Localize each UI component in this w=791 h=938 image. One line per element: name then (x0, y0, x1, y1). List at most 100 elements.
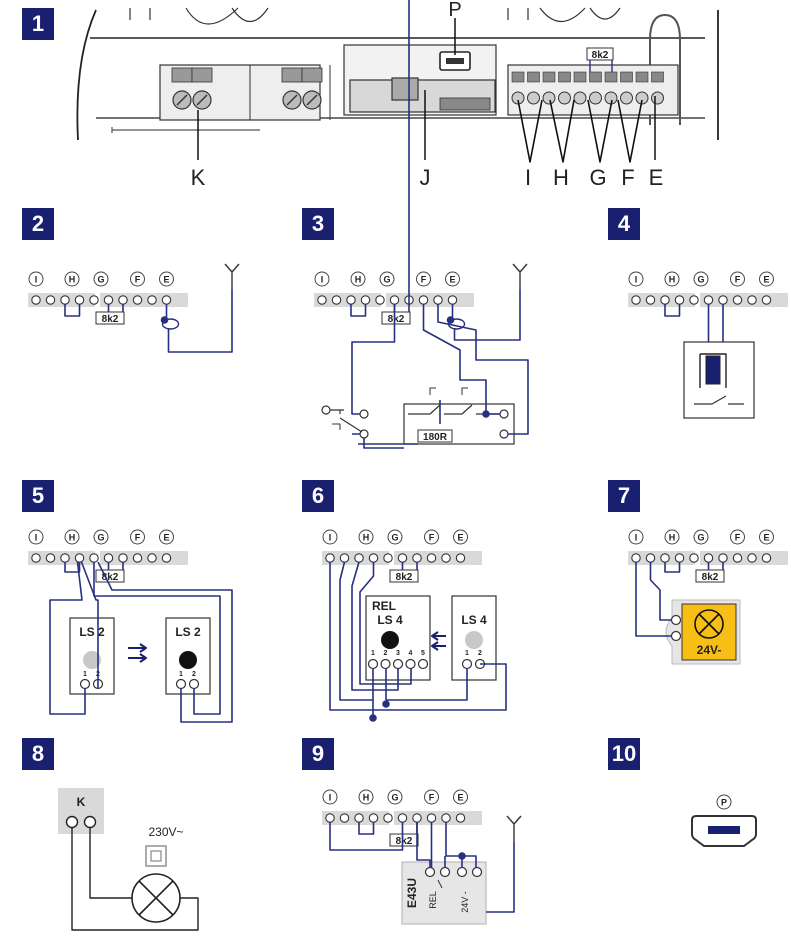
p3-resistor-text: 8k2 (388, 314, 405, 325)
terminal-screw-6 (397, 813, 408, 823)
label-F: F (621, 165, 634, 190)
terminal-label-ring-I (28, 271, 44, 287)
terminal-screw-3 (60, 295, 70, 305)
terminal-label-ring-F (130, 271, 145, 287)
p5-ls2-right-lens (179, 651, 197, 669)
terminal-screw-2 (645, 295, 656, 305)
panel1-resistor (586, 47, 614, 61)
panel-number-5: 5 (22, 480, 54, 512)
terminal-label-ring-P (716, 794, 732, 810)
block-clamp-1 (527, 71, 540, 83)
terminal-label-H: H (69, 533, 76, 543)
terminal-label-E: E (457, 533, 463, 543)
p6-pin-left-2: 2 (384, 650, 388, 657)
terminal-label-ring-I (628, 271, 644, 287)
terminal-screw-3 (660, 553, 670, 563)
terminal-label-ring-I (28, 529, 44, 545)
terminal-label-G: G (97, 533, 104, 543)
terminal-screw-6 (703, 553, 714, 563)
door-icon (705, 355, 721, 385)
terminal-label-ring-E (445, 271, 460, 287)
block-screw-9 (651, 91, 664, 105)
terminal-label-ring-E (759, 529, 774, 545)
terminal-label-ring-G (93, 529, 109, 545)
p9-resistor (389, 833, 419, 847)
terminal-screw-9 (433, 295, 443, 305)
terminal-label-I: I (329, 533, 332, 543)
terminal-label-ring-G (387, 529, 403, 545)
lamp-icon (694, 609, 724, 639)
p9-module-term-2 (456, 866, 468, 878)
terminal-screw-7 (718, 553, 728, 563)
p6-resistor (389, 569, 419, 583)
lamp-icon-box (681, 603, 737, 661)
terminal-screw-8 (732, 553, 743, 563)
terminal-label-ring-E (159, 271, 174, 287)
terminal-label-H: H (669, 275, 676, 285)
p3-antenna-wire (453, 290, 521, 341)
terminal-label-G: G (697, 533, 704, 543)
terminal-screw-9 (441, 553, 451, 563)
terminal-screw-2 (339, 553, 350, 563)
terminal-label-ring-F (424, 789, 439, 805)
k-screw-slot-1 (196, 94, 208, 106)
p-usb-inner (446, 58, 464, 64)
terminal-label-ring-H (358, 529, 374, 545)
door-frame (699, 353, 727, 388)
terminal-label-G: G (97, 275, 104, 285)
p3-key-lever (339, 417, 363, 433)
terminal-screw-7 (412, 813, 422, 823)
p8-voltage-label: 230V~ (148, 825, 183, 839)
p8-k-t1 (65, 815, 79, 829)
panel1-resistor-leads (589, 60, 613, 72)
p6-pin-right-2: 2 (478, 650, 482, 657)
label-J: J (420, 165, 431, 190)
terminal-screw-7 (118, 295, 128, 305)
terminal-screw-1 (631, 295, 641, 305)
p5-wire-1 (49, 561, 86, 715)
terminal-screw-10 (761, 295, 772, 305)
terminal-screw-1 (31, 553, 41, 563)
terminal-label-H: H (355, 275, 362, 285)
terminal-screw-10 (161, 295, 172, 305)
p3-wire-relay (358, 400, 441, 445)
k-clamp-top-1 (191, 67, 213, 83)
block-screw-1 (527, 91, 540, 105)
p5-ls2-left-lens (83, 651, 101, 669)
p6-ls4-right-lens (465, 631, 483, 649)
block-clamp-2 (542, 71, 556, 83)
terminal-screw-9 (747, 553, 757, 563)
double-insulation-icon (145, 845, 167, 867)
terminal-label-ring-H (64, 529, 80, 545)
p5-right-t1 (175, 678, 187, 690)
terminal-screw-10 (761, 553, 772, 563)
p5-wire-4 (97, 561, 233, 723)
antenna-icon (512, 263, 528, 290)
terminal-screw-2 (331, 295, 342, 305)
p6-wire-1 (329, 562, 507, 711)
j-module-top (391, 77, 419, 101)
p3-coax-dot (446, 316, 455, 324)
terminal-screw-5 (375, 295, 385, 305)
terminal-label-ring-H (358, 789, 374, 805)
terminal-label-F: F (429, 533, 435, 543)
terminal-screw-2 (645, 553, 656, 563)
housing-outline-left (76, 9, 97, 141)
terminal-label-ring-E (759, 271, 774, 287)
terminal-screw-10 (455, 553, 466, 563)
terminal-screw-5 (383, 813, 393, 823)
p7-wire-1 (635, 562, 672, 637)
block-clamp-5 (589, 71, 602, 83)
antenna-icon (506, 815, 522, 842)
p7-lamp-label: 24V- (697, 643, 722, 657)
panel-number-3: 3 (302, 208, 334, 240)
block-screw-4 (573, 91, 587, 105)
p7-wire-2 (649, 562, 672, 621)
p9-antenna-wire (486, 842, 515, 913)
terminal-screw-5 (689, 553, 699, 563)
p5-wire-2 (80, 561, 99, 688)
label-E: E (649, 165, 664, 190)
panel-number-8: 8 (22, 738, 54, 770)
p9-wire-1 (329, 822, 404, 851)
